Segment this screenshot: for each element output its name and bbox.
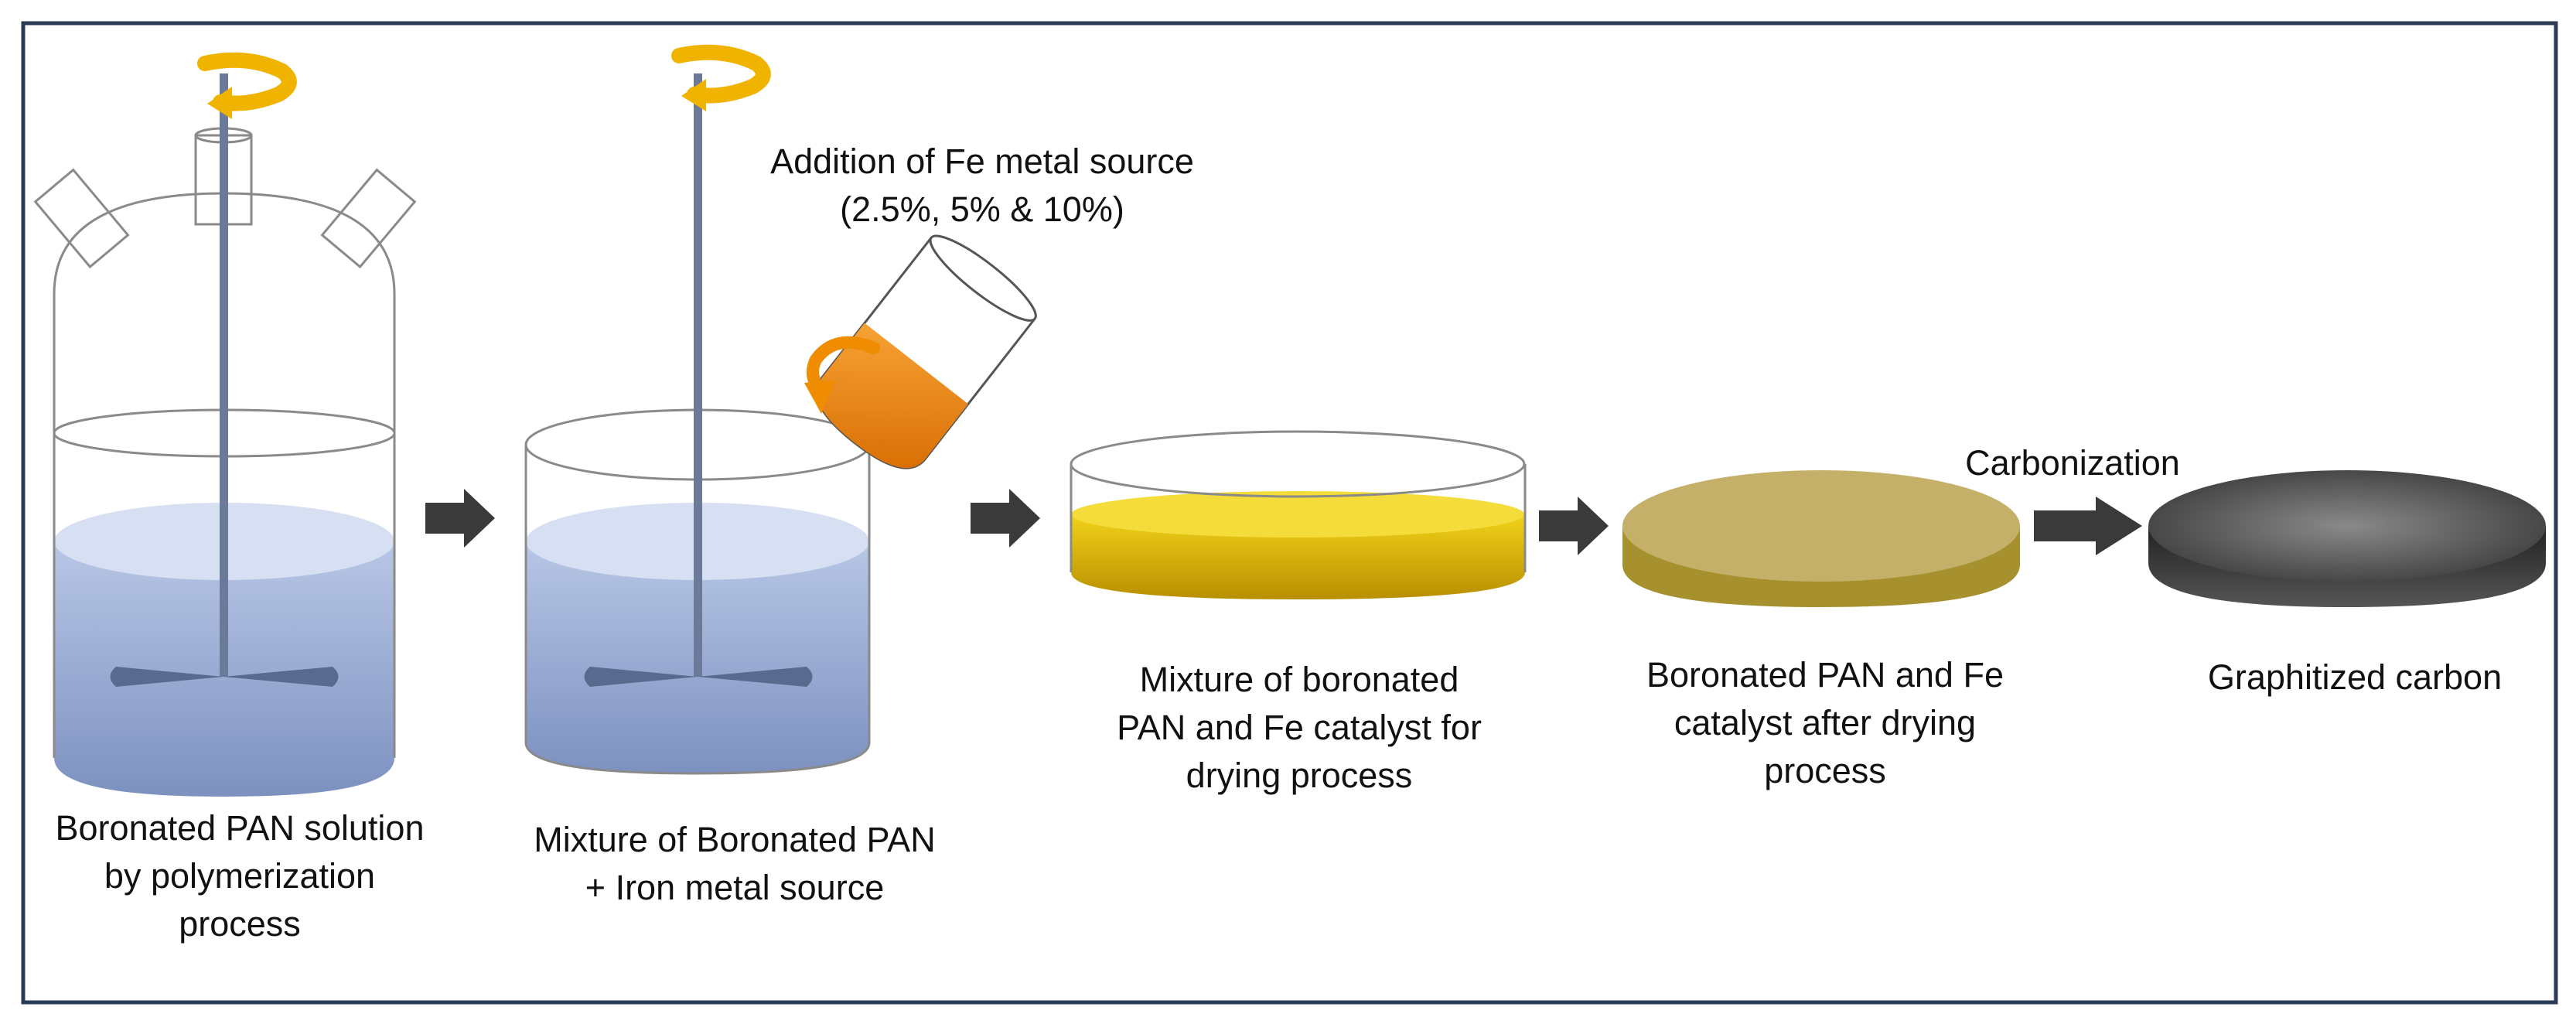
carbonization-label: Carbonization xyxy=(1965,443,2180,483)
rotation-arrow-icon xyxy=(671,44,771,111)
process-arrow-icon xyxy=(971,489,1040,548)
rotation-arrow-icon xyxy=(197,52,297,119)
petri-dish xyxy=(1070,430,1527,599)
step-2-label: Mixture of Boronated PAN + Iron metal so… xyxy=(534,820,936,907)
fe-solution xyxy=(816,323,968,469)
step-1-label: Boronated PAN solution by polymerization… xyxy=(55,808,425,944)
process-arrow-icon xyxy=(1539,497,1609,555)
pour-arrow-icon xyxy=(804,336,880,414)
dried-disc xyxy=(1622,470,2020,607)
step-3-label: Mixture of boronated PAN and Fe catalyst… xyxy=(1117,660,1482,795)
beaker-stirrer xyxy=(584,73,813,687)
petri-dish-mixture xyxy=(1071,491,1524,538)
process-arrow-icon xyxy=(425,489,495,548)
step-4-label: Boronated PAN and Fe catalyst after dryi… xyxy=(1646,655,2004,790)
step-5-label: Graphitized carbon xyxy=(2207,657,2503,697)
diagram-frame xyxy=(21,21,2558,1005)
carbon-disc xyxy=(2148,470,2546,607)
process-arrow-icon xyxy=(2034,497,2142,555)
fe-source-beaker xyxy=(815,234,1037,469)
addition-note: Addition of Fe metal source (2.5%, 5% & … xyxy=(770,142,1194,229)
reactor-stirrer xyxy=(110,73,339,687)
